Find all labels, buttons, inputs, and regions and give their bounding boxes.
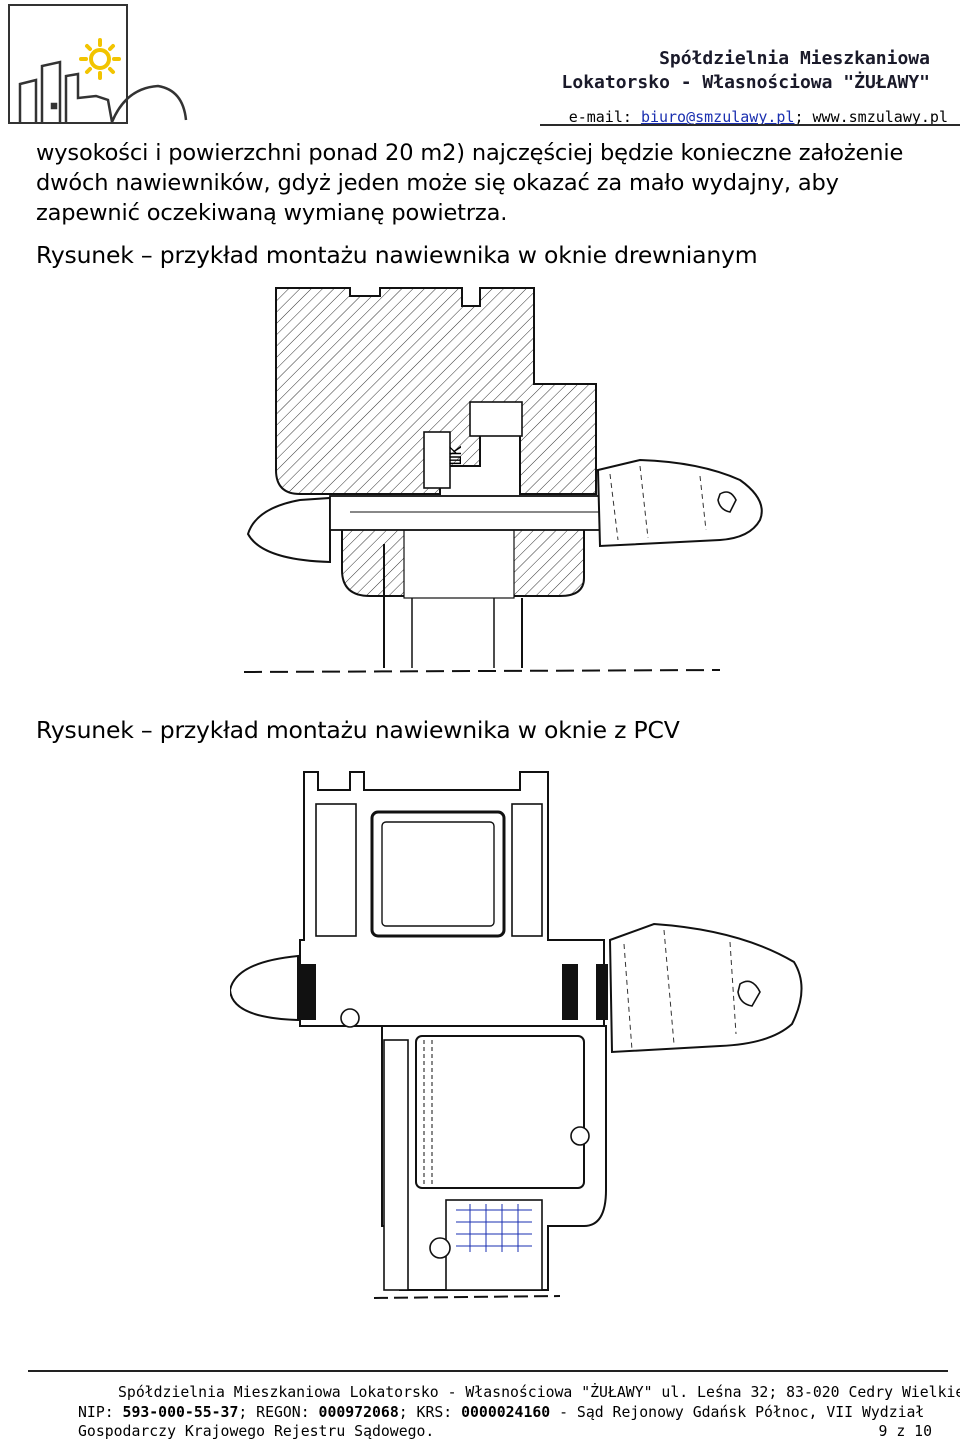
footer-divider xyxy=(28,1370,948,1372)
court-text: - Sąd Rejonowy Gdańsk Północ, VII Wydzia… xyxy=(550,1404,925,1421)
paragraph-line: dwóch nawiewników, gdyż jeden może się o… xyxy=(36,170,839,196)
organization-name: Spółdzielnia Mieszkaniowa xyxy=(659,48,930,69)
organization-subname: Lokatorsko - Własnościowa "ŻUŁAWY" xyxy=(561,72,930,93)
nip-value: 593-000-55-37 xyxy=(122,1404,239,1421)
krs-value: 0000024160 xyxy=(461,1404,551,1421)
regon-label: ; REGON: xyxy=(238,1404,319,1421)
regon-value: 000972068 xyxy=(318,1404,399,1421)
contact-separator: ; xyxy=(794,108,813,126)
trickle-vent xyxy=(608,922,803,1054)
caption-wooden-window: Rysunek – przykład montażu nawiewnika w … xyxy=(36,241,758,269)
email-label: e-mail: xyxy=(568,108,641,126)
caption-pvc-window: Rysunek – przykład montażu nawiewnika w … xyxy=(36,716,680,744)
cooperative-logo xyxy=(8,4,188,124)
email-link[interactable]: biuro@smzulawy.pl xyxy=(640,108,795,126)
trim-left xyxy=(230,954,299,1022)
svg-text:ШК: ШК xyxy=(446,445,465,465)
sun-icon xyxy=(79,38,121,80)
paragraph-line: zapewnić oczekiwaną wymianę powietrza. xyxy=(36,200,508,226)
header-divider xyxy=(540,124,960,126)
krs-label: ; KRS: xyxy=(398,1404,462,1421)
wooden-window-diagram: ШК xyxy=(243,287,763,673)
footer-registration: NIP: 593-000-55-37; REGON: 000972068; KR… xyxy=(78,1404,924,1421)
page-number: 9 z 10 xyxy=(878,1423,932,1440)
buildings-icon xyxy=(18,60,188,123)
footer-register: Gospodarczy Krajowego Rejestru Sądowego. xyxy=(78,1423,435,1440)
contact-line: e-mail: biuro@smzulawy.pl; www.smzulawy.… xyxy=(569,108,948,126)
trim-left xyxy=(246,496,331,564)
website-link[interactable]: www.smzulawy.pl xyxy=(812,108,948,126)
pvc-window-diagram xyxy=(230,771,803,1299)
nip-label: NIP: xyxy=(78,1404,123,1421)
footer-address: Spółdzielnia Mieszkaniowa Lokatorsko - W… xyxy=(118,1384,960,1401)
trickle-vent xyxy=(596,458,763,548)
paragraph-line: wysokości i powierzchni ponad 20 m2) naj… xyxy=(36,140,904,166)
